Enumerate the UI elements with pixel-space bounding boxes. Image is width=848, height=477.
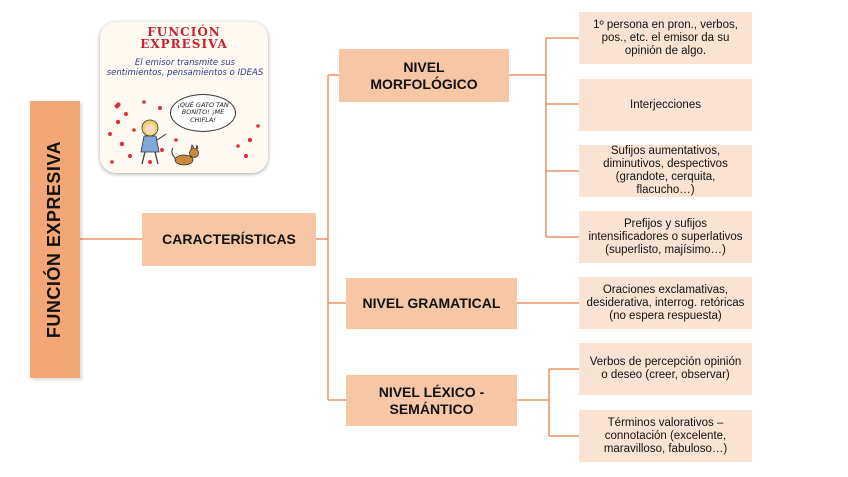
leaf-item: Oraciones exclamativas, desiderativa, in…: [579, 277, 752, 329]
cat-figure: [171, 144, 199, 166]
root-node: FUNCIÓN EXPRESIVA: [30, 101, 80, 378]
girl-figure: [140, 119, 167, 165]
leaf-text: Interjecciones: [630, 98, 701, 111]
leaf-item: Sufijos aumentativos, diminutivos, despe…: [579, 145, 752, 197]
level-label: NIVEL GRAMATICAL: [362, 295, 501, 311]
leaf-item: 1º persona en pron., verbos, pos., etc. …: [579, 12, 752, 64]
leaf-text: Oraciones exclamativas, desiderativa, in…: [586, 283, 745, 322]
leaf-text: Sufijos aumentativos, diminutivos, despe…: [603, 145, 728, 196]
leaf-item: Términos valorativos – connotación (exce…: [579, 410, 752, 462]
level-node-morfologico: NIVEL MORFOLÓGICO: [339, 49, 509, 102]
level-node-gramatical: NIVEL GRAMATICAL: [346, 278, 517, 329]
level-label: NIVEL MORFOLÓGICO: [370, 58, 478, 92]
illustration-title: FUNCIÓN EXPRESIVA: [100, 26, 268, 50]
leaf-text: 1º persona en pron., verbos, pos., etc. …: [593, 18, 738, 57]
characteristics-node: CARACTERÍSTICAS: [142, 213, 316, 266]
illustration-subtitle: El emisor transmite sus sentimientos, pe…: [106, 58, 264, 78]
leaf-text: Verbos de percepción opinión o deseo (cr…: [589, 356, 742, 381]
leaf-item: Interjecciones: [579, 79, 752, 131]
leaf-text: Términos valorativos – connotación (exce…: [603, 416, 728, 455]
cartoon-drawing: [108, 100, 260, 166]
leaf-text: Prefijos y sufijos intensificadores o su…: [588, 217, 743, 256]
leaf-item: Prefijos y sufijos intensificadores o su…: [579, 211, 752, 263]
speech-bubble: ¡QUÉ GATO TAN BONITO! ¡ME CHIFLA!: [170, 94, 236, 132]
illustration-title-line1: FUNCIÓN: [147, 25, 221, 39]
level-label: NIVEL LÉXICO - SEMÁNTICO: [378, 383, 485, 417]
illustration-card: FUNCIÓN EXPRESIVA El emisor transmite su…: [100, 22, 268, 173]
illustration-title-line2: EXPRESIVA: [140, 37, 228, 51]
characteristics-label: CARACTERÍSTICAS: [162, 231, 296, 247]
root-label: FUNCIÓN EXPRESIVA: [44, 140, 65, 339]
hearts-icon: [108, 100, 260, 164]
level-node-lexico: NIVEL LÉXICO - SEMÁNTICO: [346, 375, 517, 426]
leaf-item: Verbos de percepción opinión o deseo (cr…: [579, 343, 752, 395]
